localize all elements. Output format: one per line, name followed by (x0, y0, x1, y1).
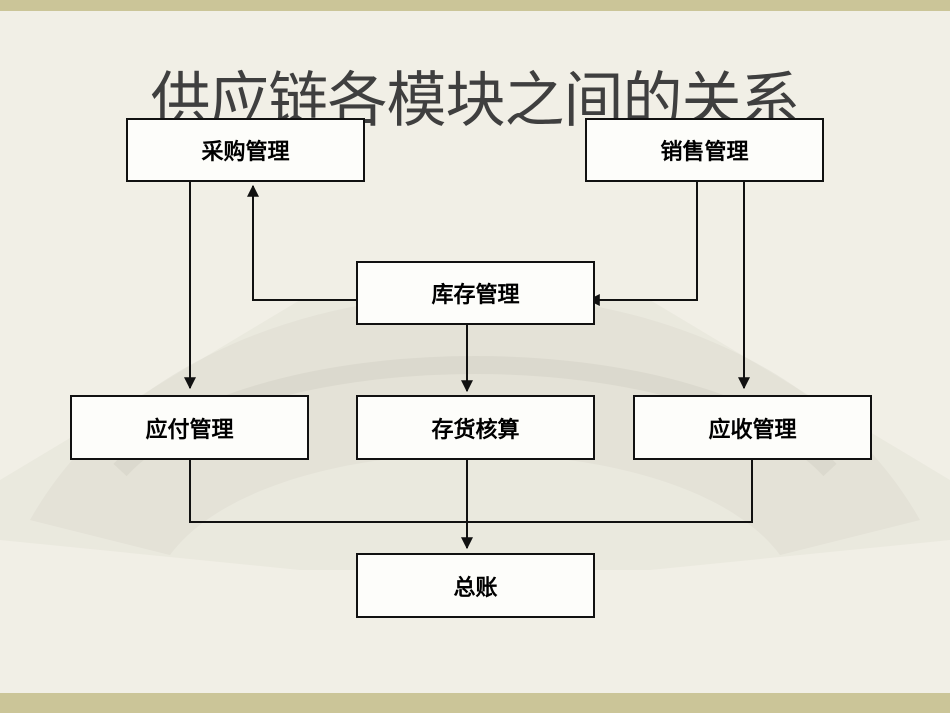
node-general-ledger: 总账 (356, 553, 595, 618)
node-sales-management: 销售管理 (585, 118, 824, 182)
top-band (0, 0, 950, 11)
arrow-sales-to-inventory (587, 182, 698, 306)
node-receivable-management: 应收管理 (633, 395, 872, 460)
node-label: 总账 (453, 575, 498, 601)
node-label: 库存管理 (431, 283, 520, 308)
node-inventory-management: 库存管理 (356, 261, 595, 325)
node-payable-management: 应付管理 (70, 395, 309, 460)
node-label: 销售管理 (660, 140, 749, 165)
node-stock-accounting: 存货核算 (356, 395, 595, 460)
arrow-inventory-to-purchase (247, 184, 356, 301)
node-label: 应付管理 (145, 417, 234, 443)
node-label: 采购管理 (201, 140, 290, 165)
bottom-band (0, 693, 950, 713)
node-label: 应收管理 (708, 417, 797, 443)
node-label: 存货核算 (431, 417, 520, 443)
node-purchase-management: 采购管理 (126, 118, 365, 182)
line-payable-receivable-join (189, 460, 753, 523)
